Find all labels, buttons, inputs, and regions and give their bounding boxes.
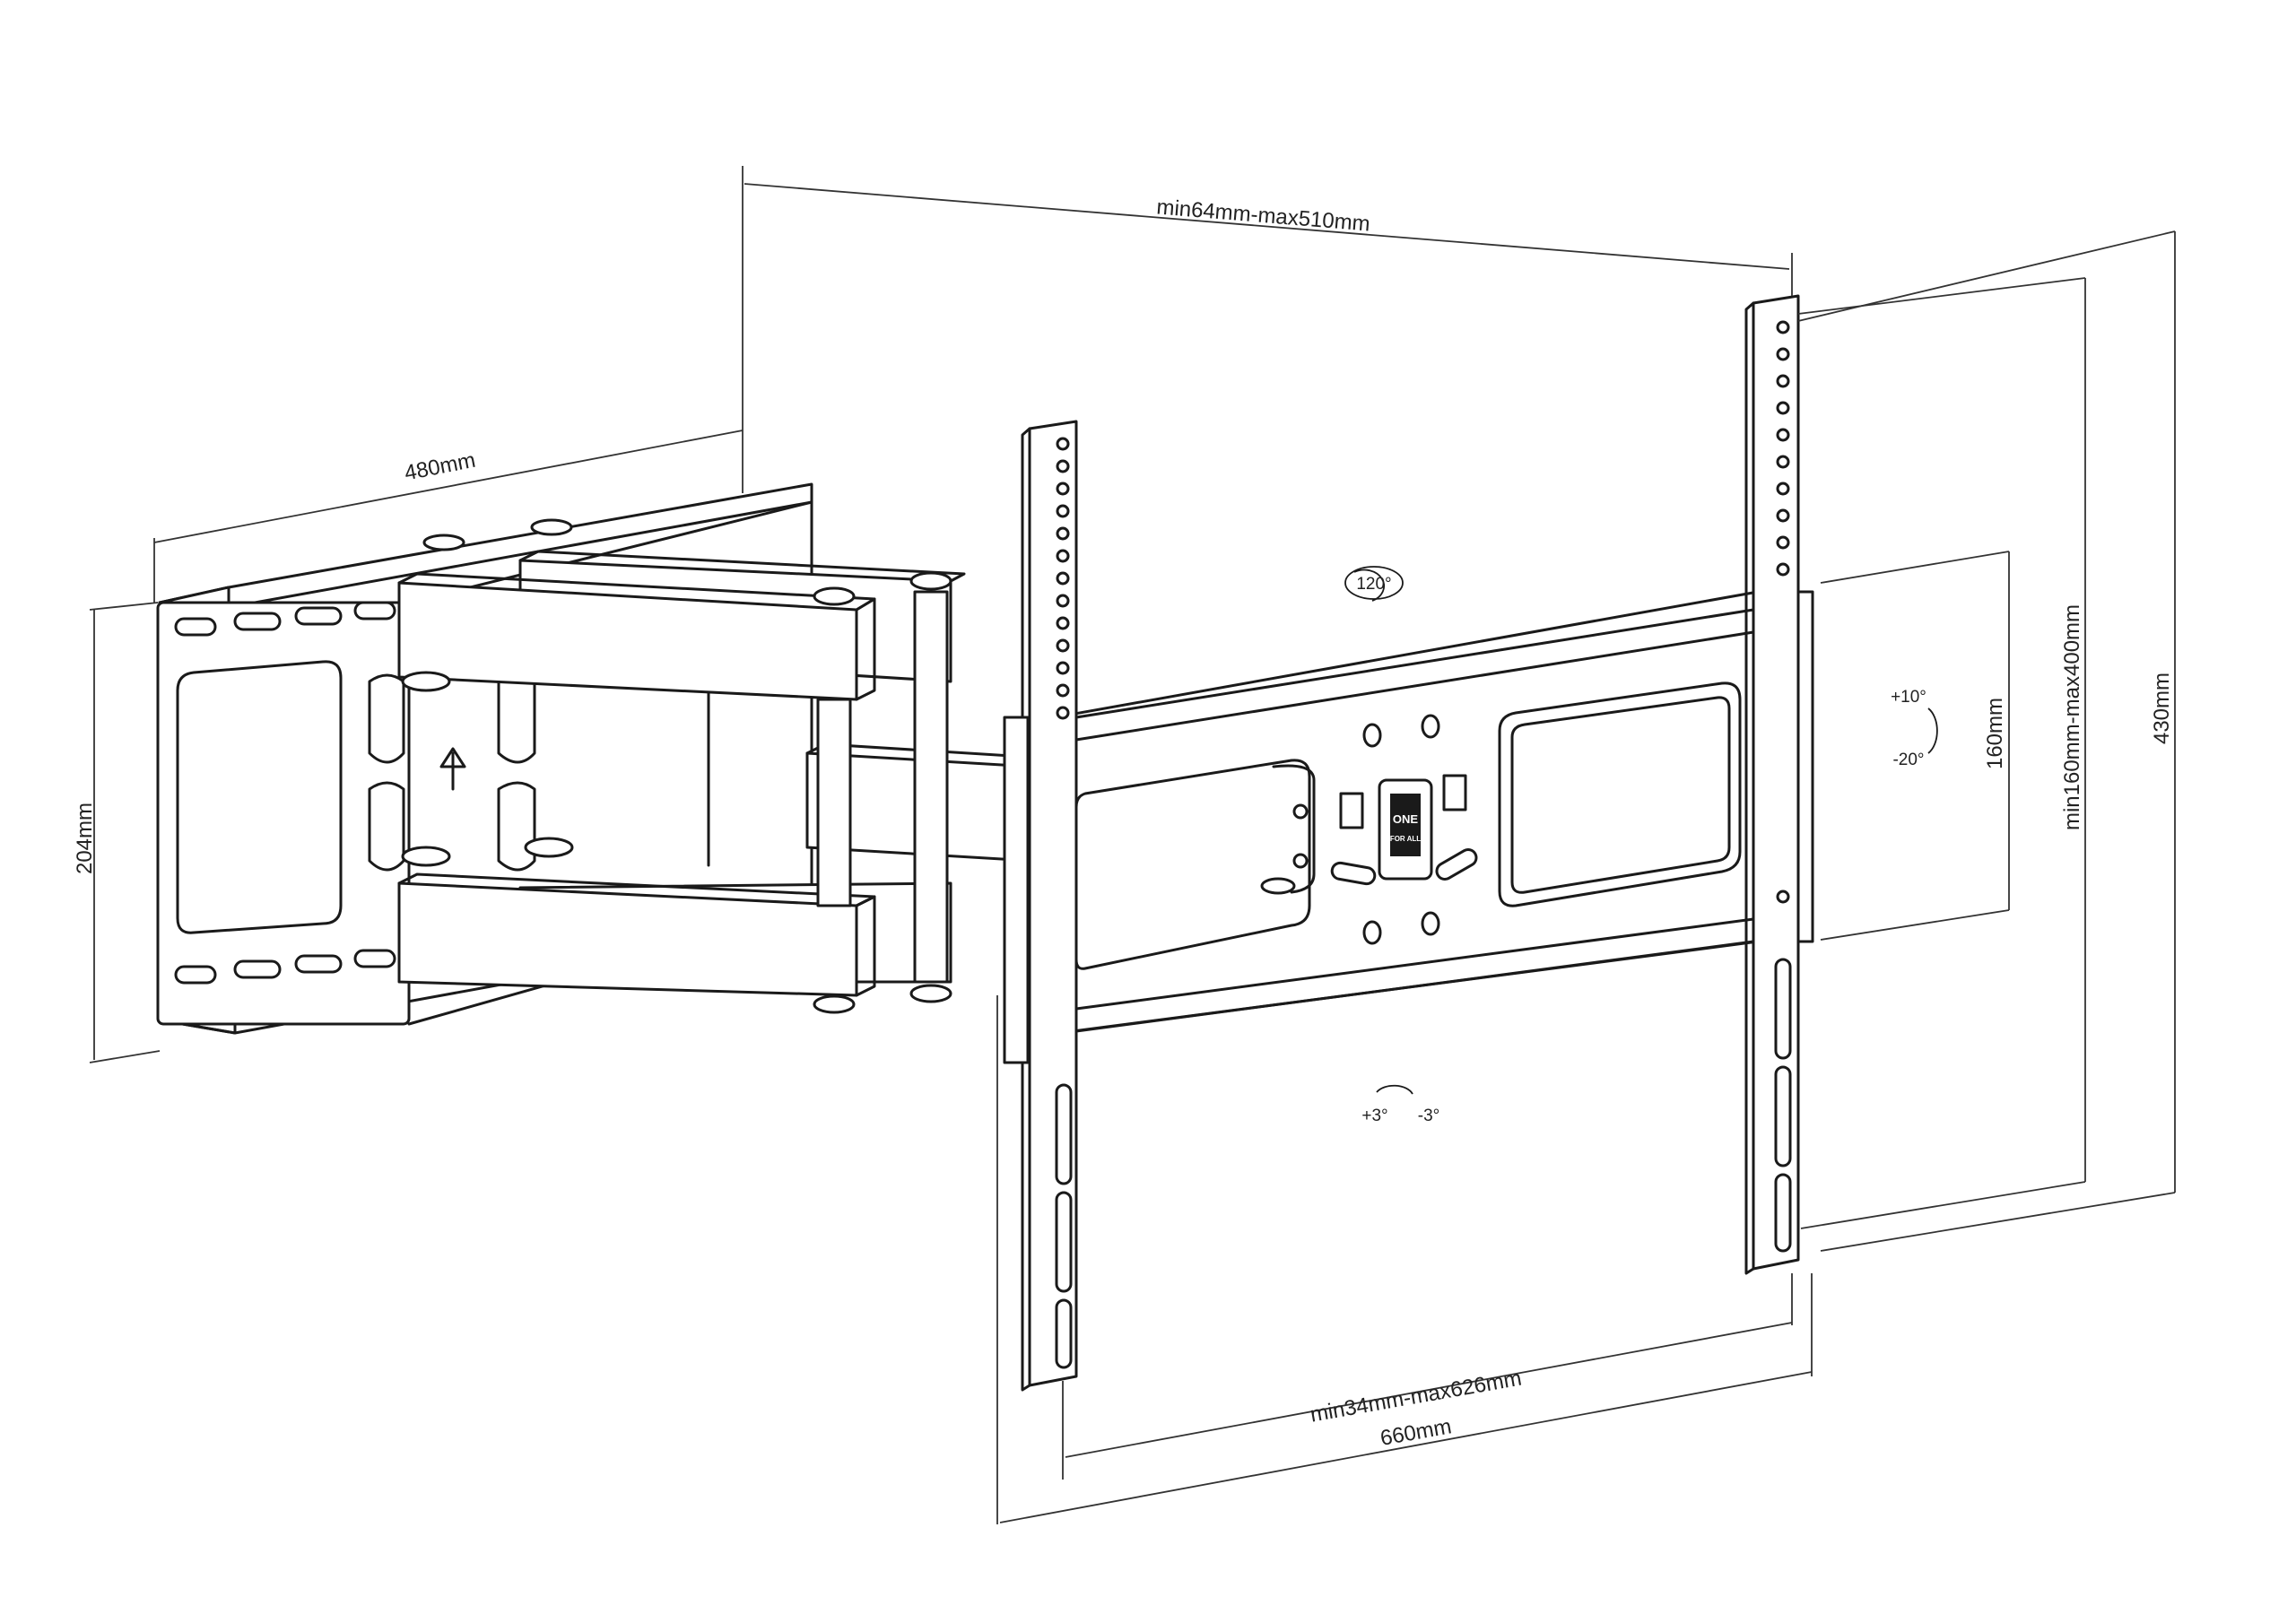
label-level-plus: +3° — [1361, 1107, 1387, 1125]
label-tilt-down: -20° — [1892, 751, 1924, 769]
left-tv-rail — [1003, 420, 1078, 1392]
right-tv-rail — [1744, 294, 1814, 1275]
right-rail-holes — [1776, 320, 1790, 904]
label-wall-plate-height: 204mm — [73, 803, 97, 874]
label-tilt-up: +10° — [1891, 688, 1926, 707]
label-arm-extension: 480mm — [403, 448, 478, 486]
label-bracket-height: 430mm — [2150, 673, 2174, 744]
swing-arms — [397, 518, 1042, 1014]
label-vesa-vertical: min160mm-max400mm — [2060, 604, 2084, 830]
wall-plate-slots-bottom — [174, 949, 396, 985]
tv-bracket-crossbar: ONE FOR ALL — [1003, 590, 1760, 1042]
label-plate-height: 160mm — [1983, 698, 2007, 769]
label-level-minus: -3° — [1418, 1107, 1440, 1125]
up-arrow-icon — [439, 747, 466, 791]
wall-plate — [156, 482, 813, 1035]
label-swivel-angle: 120° — [1356, 575, 1391, 594]
label-top-width: min64mm-max510mm — [1156, 195, 1371, 236]
bolt-icons — [401, 518, 952, 1014]
label-vesa-horizontal: min34mm-max626mm — [1309, 1367, 1524, 1428]
svg-text:FOR ALL: FOR ALL — [1390, 835, 1421, 843]
left-rail-holes — [1056, 437, 1070, 720]
wall-plate-slots-top — [174, 601, 396, 637]
brand-logo: ONE FOR ALL — [1378, 778, 1433, 881]
svg-text:ONE: ONE — [1393, 812, 1419, 826]
dimension-lines — [89, 166, 2176, 1524]
